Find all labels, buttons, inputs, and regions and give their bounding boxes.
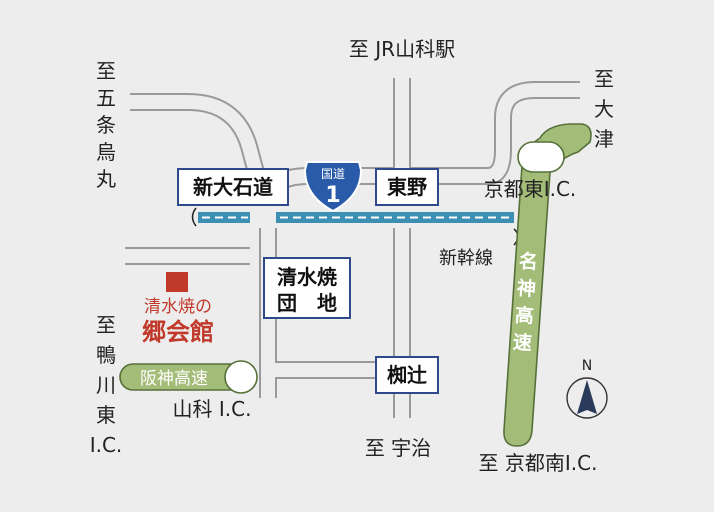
dest-kyoto-minami: 至 京都南I.C. <box>479 451 598 475</box>
svg-text:速: 速 <box>512 330 533 354</box>
svg-text:条: 条 <box>96 113 116 137</box>
dest-kamogawa-higashi: 至 鴨 川 東 I.C. <box>90 313 123 457</box>
svg-text:団 地: 団 地 <box>277 291 337 315</box>
shinkansen-line <box>191 207 519 246</box>
svg-text:至: 至 <box>96 59 116 83</box>
intersection-kiyomizu-danchi: 清水焼 団 地 <box>263 257 351 319</box>
svg-text:郷会館: 郷会館 <box>142 318 214 346</box>
svg-text:清水焼: 清水焼 <box>277 265 337 289</box>
svg-text:国道: 国道 <box>321 167 345 181</box>
dest-uji: 至 宇治 <box>365 436 431 460</box>
svg-text:烏: 烏 <box>96 140 116 164</box>
dest-gojo-karasuma: 至 五 条 烏 丸 <box>96 59 116 191</box>
venue-kiyomizuyaki-hall: 清水焼の 郷会館 <box>142 272 214 346</box>
svg-text:丸: 丸 <box>96 167 116 191</box>
intersection-higashino: 東野 <box>375 168 439 206</box>
hanshin-expressway <box>119 360 258 394</box>
label-hanshin-expressway: 阪神高速 <box>140 369 208 389</box>
dest-otsu: 至 大 津 <box>594 67 614 151</box>
venue-marker <box>166 272 188 292</box>
svg-text:至: 至 <box>96 313 116 337</box>
label-meishin-expressway: 名 神 高 速 <box>512 249 539 354</box>
svg-text:新大石道: 新大石道 <box>193 175 273 199</box>
svg-text:名: 名 <box>518 249 539 273</box>
label-shinkansen: 新幹線 <box>439 248 493 269</box>
yamashina-ic-marker <box>224 360 258 394</box>
label-kyoto-higashi-ic: 京都東I.C. <box>484 177 577 201</box>
svg-text:高: 高 <box>514 303 535 327</box>
svg-text:1: 1 <box>325 183 340 208</box>
meishin-expressway <box>503 123 592 447</box>
route-1-shield-icon: 国道 1 <box>303 161 363 213</box>
svg-text:津: 津 <box>594 127 614 151</box>
svg-text:I.C.: I.C. <box>90 433 123 457</box>
svg-text:大: 大 <box>594 97 614 121</box>
svg-text:神: 神 <box>516 276 537 300</box>
svg-text:N: N <box>582 358 592 374</box>
label-yamashina-ic: 山科 I.C. <box>173 397 252 421</box>
svg-text:五: 五 <box>96 86 116 110</box>
svg-text:東: 東 <box>96 403 116 427</box>
svg-text:椥辻: 椥辻 <box>387 363 427 387</box>
north-compass-icon: N <box>566 358 608 419</box>
svg-text:東野: 東野 <box>387 175 427 199</box>
svg-text:鴨: 鴨 <box>96 343 116 367</box>
kyoto-higashi-ic-marker <box>517 141 565 173</box>
intersection-nagitsuji: 椥辻 <box>375 356 439 394</box>
svg-text:川: 川 <box>96 373 116 397</box>
intersection-shin-oishi: 新大石道 <box>177 168 289 206</box>
dest-jr-yamashina: 至 JR山科駅 <box>349 37 455 61</box>
svg-text:清水焼の: 清水焼の <box>144 297 212 317</box>
svg-text:至: 至 <box>594 67 614 91</box>
